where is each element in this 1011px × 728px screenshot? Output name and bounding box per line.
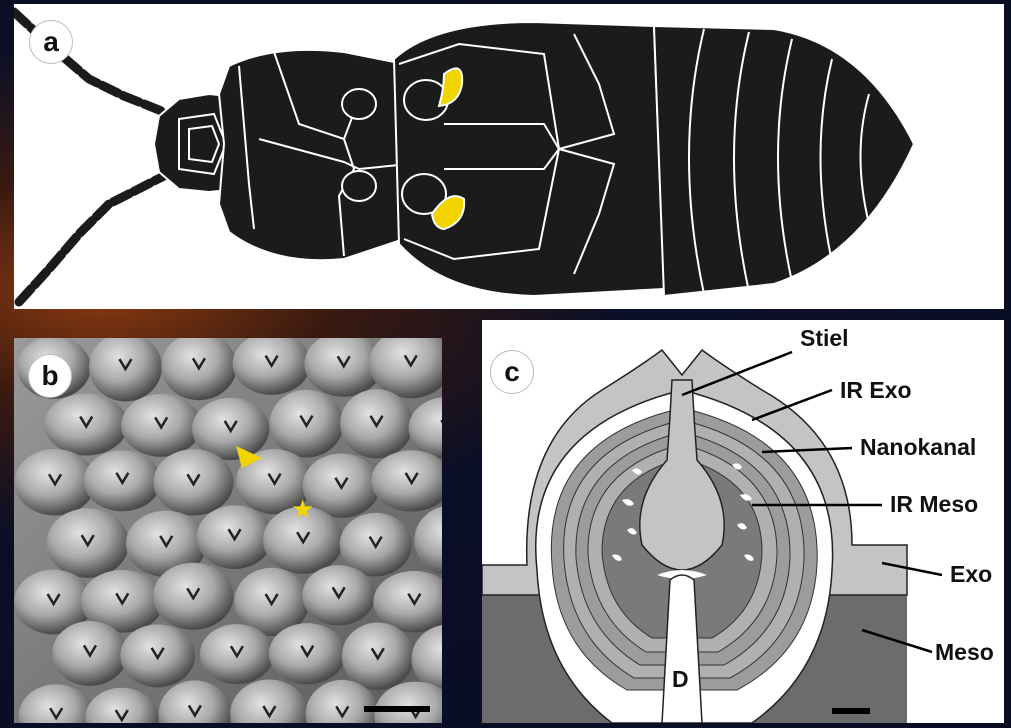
label-stiel: Stiel bbox=[800, 325, 849, 351]
panel-c-cross-section: Stiel IR Exo Nanokanal IR Meso Exo Meso … bbox=[482, 320, 1004, 723]
label-ir-meso: IR Meso bbox=[890, 491, 978, 517]
label-nanokanal: Nanokanal bbox=[860, 434, 976, 460]
beetle-drawing bbox=[14, 4, 1004, 309]
panel-c-letter-badge: c bbox=[490, 350, 534, 394]
label-ir-exo: IR Exo bbox=[840, 377, 912, 403]
panel-a-letter-badge: a bbox=[29, 20, 73, 64]
panel-a-beetle-diagram: a bbox=[14, 4, 1004, 309]
scale-bar-c bbox=[832, 708, 870, 714]
label-meso: Meso bbox=[935, 639, 994, 665]
lower-antenna bbox=[19, 176, 164, 302]
panel-b-letter-badge: b bbox=[28, 354, 72, 398]
panel-b-sem-micrograph: ★ b bbox=[14, 338, 442, 723]
label-exo: Exo bbox=[950, 561, 992, 587]
beetle-abdomen bbox=[654, 26, 914, 296]
sem-texture: ★ bbox=[14, 338, 442, 723]
cross-section-drawing: Stiel IR Exo Nanokanal IR Meso Exo Meso … bbox=[482, 320, 1004, 723]
beetle-thorax bbox=[394, 22, 664, 296]
scale-bar-b bbox=[364, 706, 430, 712]
star-marker: ★ bbox=[291, 495, 314, 525]
label-d: D bbox=[672, 666, 689, 692]
